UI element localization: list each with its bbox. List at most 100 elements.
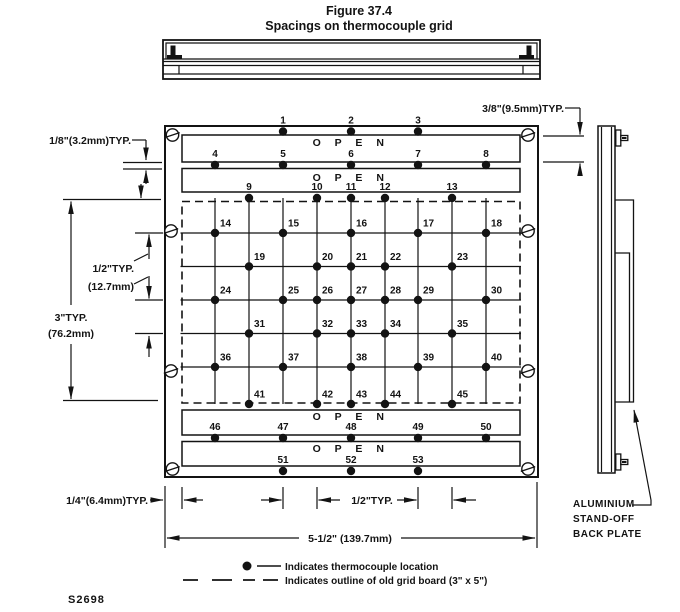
thermocouple-label-32: 32 — [322, 319, 334, 330]
thermocouple-dot-10 — [312, 193, 322, 203]
thermocouple-dot-40 — [481, 362, 491, 372]
thermocouple-label-53: 53 — [412, 455, 424, 466]
thermocouple-label-49: 49 — [412, 422, 424, 433]
thermocouple-dot-42 — [312, 399, 322, 409]
dim-width-text: 5-1/2" (139.7mm) — [308, 533, 392, 545]
dim-half-bottom-text: 1/2"TYP. — [351, 495, 393, 507]
thermocouple-label-13: 13 — [446, 182, 458, 193]
thermocouple-label-11: 11 — [346, 182, 357, 193]
thermocouple-dot-19 — [244, 262, 254, 271]
screw-slot — [520, 131, 536, 139]
thermocouple-label-22: 22 — [390, 252, 402, 263]
screw-slot — [520, 465, 536, 473]
thermocouple-label-25: 25 — [288, 286, 300, 297]
thermocouple-dot-18 — [481, 228, 491, 238]
dim-half-left-text-in: 1/2"TYP. — [92, 263, 134, 275]
thermocouple-dot-52 — [346, 466, 356, 476]
side-bolt-top — [615, 129, 629, 147]
thermocouple-dot-24 — [210, 295, 220, 305]
thermocouple-dot-44 — [380, 399, 390, 409]
thermocouple-label-42: 42 — [322, 390, 334, 401]
standoff-outer-profile — [615, 199, 635, 403]
top-edge-view — [162, 39, 541, 80]
thermocouple-label-40: 40 — [491, 353, 503, 364]
thermocouple-dot-20 — [312, 262, 322, 271]
side-label-line1: ALUMINIUM — [573, 499, 635, 510]
thermocouple-label-14: 14 — [220, 219, 232, 230]
thermocouple-label-19: 19 — [254, 252, 266, 263]
thermocouple-label-6: 6 — [348, 149, 354, 160]
thermocouple-label-10: 10 — [311, 182, 323, 193]
thermocouple-dot-43 — [346, 399, 356, 409]
thermocouple-label-39: 39 — [423, 353, 435, 364]
side-view: ALUMINIUM STAND-OFF BACK PLATE — [573, 125, 652, 540]
thermocouple-label-46: 46 — [209, 422, 221, 433]
dim-three-text-mm: (76.2mm) — [48, 328, 94, 340]
thermocouple-dot-11 — [346, 193, 356, 203]
thermocouple-dot-30 — [481, 295, 491, 305]
thermocouple-dot-49 — [413, 433, 423, 443]
side-plate-outline — [597, 125, 616, 474]
thermocouple-label-5: 5 — [280, 149, 286, 160]
open-label-2: O P E N — [313, 172, 390, 184]
thermocouple-dot-41 — [244, 399, 254, 409]
thermocouple-label-51: 51 — [277, 455, 289, 466]
dim-eighth-text: 1/8"(3.2mm)TYP. — [49, 135, 131, 147]
thermocouple-label-26: 26 — [322, 286, 334, 297]
standoff-leader-arrow — [632, 409, 652, 506]
dim-quarter-text: 1/4"(6.4mm)TYP. — [66, 495, 148, 507]
thermocouple-label-27: 27 — [356, 286, 368, 297]
thermocouple-label-12: 12 — [379, 182, 391, 193]
thermocouple-dot-13 — [447, 193, 457, 203]
thermocouple-dot-50 — [481, 433, 491, 443]
dim-half-left-ticks — [135, 232, 163, 335]
thermocouple-dot-16 — [346, 228, 356, 238]
thermocouple-label-36: 36 — [220, 353, 232, 364]
legend-thermocouple-dot-icon — [242, 561, 252, 571]
thermocouple-dot-39 — [413, 362, 423, 372]
thermocouple-label-52: 52 — [345, 455, 357, 466]
dimensions: 1/8"(3.2mm)TYP. 3/8"(9.5mm)TYP. 3"TYP. (… — [48, 103, 584, 548]
thermocouple-dot-23 — [447, 262, 457, 271]
thermocouple-label-7: 7 — [415, 149, 421, 160]
thermocouple-label-31: 31 — [254, 319, 266, 330]
screw-slot — [165, 465, 180, 473]
drawing-code: S2698 — [68, 594, 105, 606]
thermocouple-dot-22 — [380, 262, 390, 271]
thermocouple-label-29: 29 — [423, 286, 435, 297]
thermocouple-dot-15 — [278, 228, 288, 238]
thermocouple-dot-2 — [346, 127, 356, 136]
figure-caption: Spacings on thermocouple grid — [265, 19, 453, 33]
thermocouple-label-47: 47 — [277, 422, 289, 433]
dim-half-left-leaders — [133, 253, 149, 285]
legend-item-1-text: Indicates thermocouple location — [285, 562, 438, 573]
open-label-4: O P E N — [313, 443, 390, 455]
thermocouple-label-17: 17 — [423, 219, 435, 230]
top-view-layer-lines — [163, 58, 540, 75]
side-label-line3: BACK PLATE — [573, 529, 642, 540]
dim-three-text-in: 3"TYP. — [55, 312, 88, 324]
thermocouple-label-43: 43 — [356, 390, 368, 401]
screw-slot — [520, 367, 536, 375]
thermocouple-label-34: 34 — [390, 319, 402, 330]
side-label-line2: STAND-OFF — [573, 514, 635, 525]
thermocouple-label-37: 37 — [288, 353, 300, 364]
dim-eighth-extension-lines — [123, 161, 162, 170]
screw-slot — [163, 367, 179, 375]
thermocouple-label-41: 41 — [254, 390, 266, 401]
top-view-inner-edge — [165, 42, 538, 59]
thermocouple-dots — [210, 127, 491, 476]
figure-title: Figure 37.4 Spacings on thermocouple gri… — [265, 4, 453, 33]
thermocouple-dot-3 — [413, 127, 423, 136]
thermocouple-label-50: 50 — [480, 422, 492, 433]
thermocouple-label-8: 8 — [483, 149, 489, 160]
mounting-screws — [163, 128, 536, 476]
thermocouple-dot-25 — [278, 295, 288, 305]
thermocouple-label-23: 23 — [457, 252, 469, 263]
thermocouple-dot-27 — [346, 295, 356, 305]
thermocouple-dot-48 — [346, 433, 356, 443]
screw-slot — [520, 227, 536, 235]
